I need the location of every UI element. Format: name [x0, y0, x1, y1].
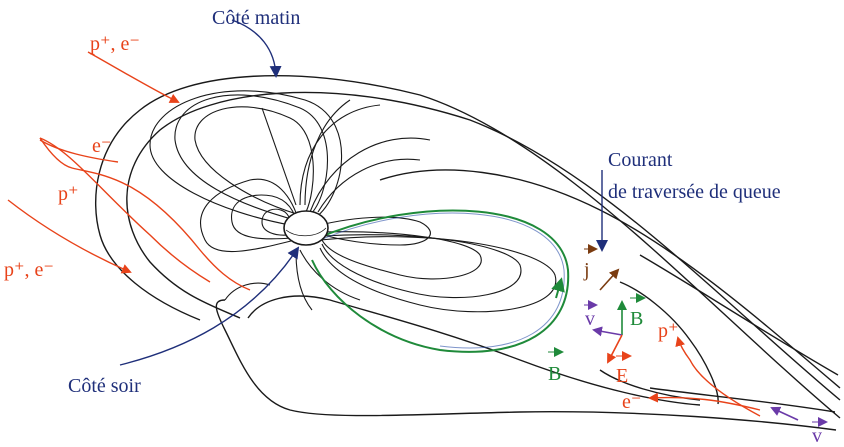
- earth: [284, 211, 328, 245]
- dipole-field-lines: [150, 91, 430, 310]
- electron-tail-label: e⁻: [622, 391, 641, 413]
- svg-text:B: B: [630, 308, 643, 330]
- svg-text:v: v: [812, 425, 822, 447]
- svg-text:B: B: [548, 363, 561, 385]
- particle-trajectories: [8, 52, 760, 416]
- current-label-line1: Courant: [608, 149, 673, 171]
- proton-upper-label: p⁺: [58, 183, 79, 205]
- current-label-line2: de traversée de queue: [608, 181, 781, 203]
- vec-j-label: j: [583, 249, 596, 281]
- svg-text:E: E: [616, 365, 628, 387]
- magnetotail-lobes: [248, 170, 840, 412]
- vec-v-lower-label: v: [812, 422, 826, 447]
- vec-B-tail-label: B: [630, 298, 644, 330]
- vec-E-tail-label: E: [616, 356, 630, 387]
- vec-B-loop-label: B: [548, 352, 562, 385]
- morning-side-label: Côté matin: [212, 7, 300, 29]
- green-loop-arrow: [556, 284, 560, 298]
- electron-upper-label: e⁻: [92, 135, 111, 157]
- evening-side-label: Côté soir: [68, 375, 141, 397]
- svg-text:j: j: [583, 259, 590, 281]
- particles-top-label: p⁺, e⁻: [90, 33, 140, 55]
- magnetopause-outline: [96, 76, 840, 430]
- blue-field-loop: [320, 213, 564, 348]
- proton-tail-label: p⁺: [658, 320, 679, 342]
- particles-left-label: p⁺, e⁻: [4, 259, 54, 281]
- svg-text:v: v: [585, 308, 595, 330]
- vec-v-tail-label: v: [584, 305, 596, 330]
